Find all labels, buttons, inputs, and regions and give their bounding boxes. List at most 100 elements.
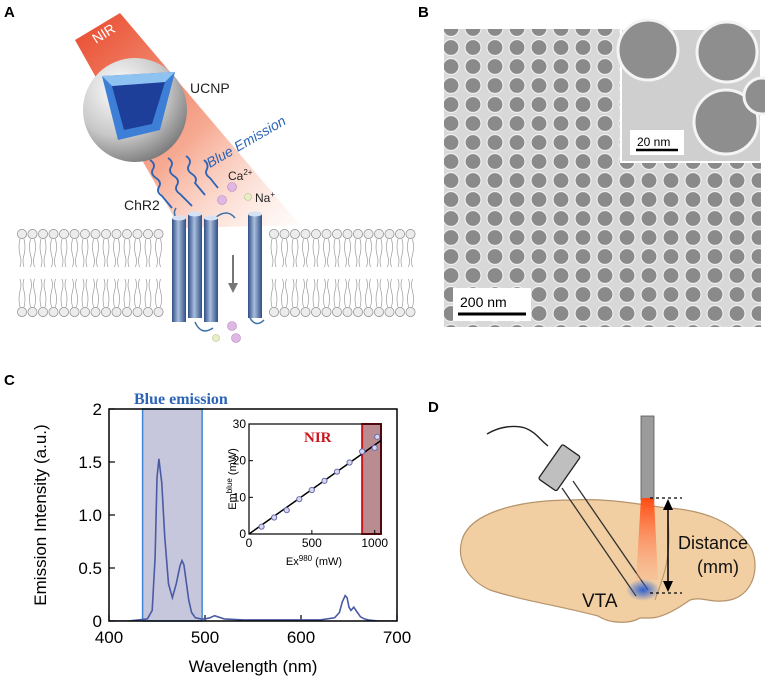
lipid-head (80, 307, 90, 317)
lipid-head (363, 307, 374, 317)
y-tick-label: 0.5 (78, 559, 102, 578)
lipid-head (69, 229, 80, 239)
lipid-head (80, 229, 90, 239)
data-point (321, 477, 328, 484)
lipid-head (143, 229, 153, 239)
lipid-head (395, 307, 405, 317)
brain-outline (459, 499, 756, 623)
lipid-bilayer (17, 229, 416, 317)
inset-scale-label: 20 nm (637, 135, 670, 149)
inset-x-tick-label: 1000 (361, 536, 388, 550)
nir-band (361, 423, 382, 535)
data-point (359, 448, 366, 455)
ca-ion-label: Ca2+ (228, 168, 253, 183)
lipid-head (279, 229, 290, 239)
lipid-head (27, 307, 38, 317)
x-tick-label: 500 (191, 628, 219, 647)
inset-data-points (258, 433, 381, 530)
lipid-head (300, 307, 311, 317)
data-point (308, 486, 315, 494)
vta-label: VTA (582, 591, 618, 612)
x-tick-label: 700 (383, 628, 411, 647)
lipid-head (279, 307, 290, 317)
main-x-axis-label: Wavelength (nm) (189, 657, 318, 676)
inset-x-tick-label: 0 (246, 536, 253, 550)
blue-emission-arrows (149, 155, 219, 209)
lipid-head (27, 229, 38, 239)
inset-y-tick-label: 0 (239, 527, 246, 541)
tem-inset: 20 nm (616, 18, 765, 163)
panel-d: D Distance(mm) VTA (428, 399, 756, 623)
lipid-head (59, 307, 69, 317)
laser-beam (636, 498, 658, 580)
lipid-head (48, 229, 59, 239)
nir-band-label: NIR (304, 430, 332, 446)
chr2-label: ChR2 (124, 197, 160, 213)
fit-line (248, 439, 382, 535)
lipid-head (153, 229, 164, 239)
lipid-head (290, 307, 300, 317)
blue-emission-band (141, 408, 203, 622)
laser-probe (640, 415, 655, 501)
lipid-head (48, 307, 59, 317)
lipid-head (395, 229, 405, 239)
fiber-cable (486, 425, 549, 447)
x-tick-label: 400 (95, 628, 123, 647)
ucnp-particle (83, 58, 187, 162)
y-tick-label: 0 (93, 612, 102, 631)
distance-label: Distance(mm) (678, 533, 748, 577)
inset-x-axis-label: Ex980 (mW) (286, 554, 342, 568)
data-point (374, 433, 381, 440)
lipid-head (374, 229, 384, 239)
panel-a-label: A (4, 4, 15, 21)
lipid-head (38, 307, 48, 317)
data-point (283, 507, 290, 514)
vta-glow (626, 579, 660, 601)
lipid-head (17, 307, 27, 317)
lipid-head (122, 307, 132, 317)
lipid-head (122, 229, 132, 239)
panel-b-label: B (418, 4, 429, 21)
panel-c-label: C (4, 372, 15, 389)
lipid-head (353, 229, 363, 239)
inset-plot-frame (248, 423, 382, 535)
main-scale-label: 200 nm (460, 294, 507, 310)
data-point (333, 468, 341, 475)
lipid-head (101, 229, 111, 239)
data-point (346, 459, 353, 466)
optic-fiber-right (572, 480, 649, 591)
lipid-head (290, 229, 300, 239)
lipid-head (90, 307, 101, 317)
lipid-head (374, 307, 384, 317)
lipid-head (132, 307, 143, 317)
inset-x-tick-label: 500 (302, 536, 322, 550)
na-ion-label: Na+ (255, 190, 275, 205)
main-scale-bar: 200 nm (453, 288, 531, 321)
inset-y-tick-label: 20 (233, 454, 247, 468)
data-point (296, 496, 303, 503)
main-plot-frame (108, 408, 398, 622)
data-point (271, 514, 278, 521)
optic-fiber-ferrule (538, 444, 581, 492)
blue-emission-band-label: Blue emission (134, 391, 228, 408)
lipid-head (111, 229, 122, 239)
lipid-head (38, 229, 48, 239)
lipid-head (101, 307, 111, 317)
lipid-head (384, 229, 395, 239)
distance-arrowhead-bottom (663, 581, 673, 592)
panel-b: B 20 nm 200 nm (418, 4, 765, 327)
lipid-head (143, 307, 153, 317)
ions (212, 182, 252, 343)
lipid-head (69, 307, 80, 317)
lipid-head (132, 229, 143, 239)
y-tick-label: 1.5 (78, 453, 102, 472)
optic-fiber-left (561, 487, 637, 597)
inset-y-axis-label: Emblue (mW) (225, 448, 239, 510)
inset-y-tick-label: 30 (233, 417, 247, 431)
chr2-channel (172, 207, 265, 332)
lipid-head (269, 307, 279, 317)
